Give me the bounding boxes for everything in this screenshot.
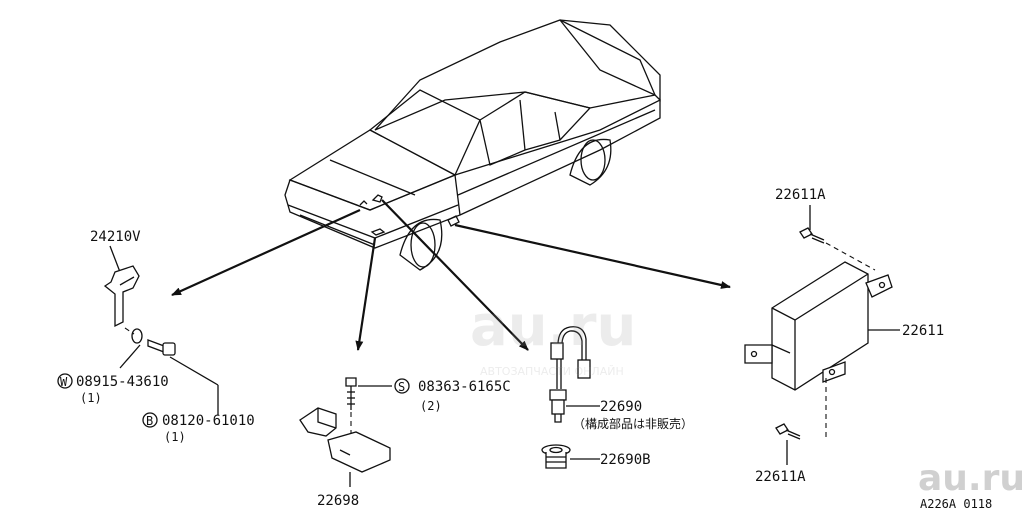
bolt-22611a-bottom — [775, 423, 789, 435]
center-watermark-sub: АВТОЗАПЧАСТИ ОНЛАЙН — [480, 365, 624, 378]
diagram-code: A226A 0118 — [920, 497, 992, 511]
bracket-24210v — [103, 265, 140, 328]
washer-08915 — [131, 328, 143, 344]
qty-08363: (2) — [420, 399, 442, 413]
car-illustration — [284, 19, 661, 271]
part-label-22611a-top: 22611A — [775, 187, 826, 203]
arrow-to-22690 — [381, 199, 529, 351]
bolt-marker: B — [146, 414, 153, 428]
center-watermark: au.ru АВТОЗАПЧАСТИ ОНЛАЙН — [470, 294, 636, 378]
part-label-22690: 22690 — [600, 399, 642, 415]
part-label-22611: 22611 — [902, 323, 944, 339]
part-label-22698: 22698 — [317, 493, 359, 509]
bolt-08120 — [147, 339, 165, 353]
sensor-22698-group: S 08363-6165C (2) 22698 — [299, 377, 511, 509]
watermark-logo: au.ru — [918, 458, 1024, 499]
screw-marker: S — [398, 380, 405, 394]
qty-08120: (1) — [164, 430, 186, 444]
ecu-22611-group: 22611A 22611 22611A — [744, 187, 944, 485]
sensor-22690-group: 22690 （構成部品は非販売） 22690B — [541, 326, 693, 469]
center-watermark-logo: au.ru — [470, 294, 636, 359]
arrow-to-22698 — [355, 237, 377, 351]
part-label-24210v: 24210V — [90, 229, 141, 245]
arrow-to-24210v — [171, 208, 361, 297]
ecu-22611 — [771, 261, 869, 391]
bracket-24210v-group: 24210V W 08915-43610 (1) B 08120-61010 (… — [57, 229, 255, 444]
callout-arrows — [171, 199, 731, 351]
part-label-22690b: 22690B — [600, 452, 651, 468]
part-note-22690: （構成部品は非販売） — [573, 416, 693, 431]
part-label-08120: 08120-61010 — [162, 413, 255, 429]
washer-marker: W — [60, 375, 68, 389]
screw-08363 — [345, 377, 357, 387]
bolt-22611a-top — [799, 227, 813, 239]
oxygen-sensor-22690 — [549, 389, 567, 401]
qty-08915: (1) — [80, 391, 102, 405]
part-label-08915: 08915-43610 — [76, 374, 169, 390]
arrow-to-22611 — [454, 223, 731, 289]
part-label-22611a-bottom: 22611A — [755, 469, 806, 485]
part-label-08363: 08363-6165C — [418, 379, 511, 395]
